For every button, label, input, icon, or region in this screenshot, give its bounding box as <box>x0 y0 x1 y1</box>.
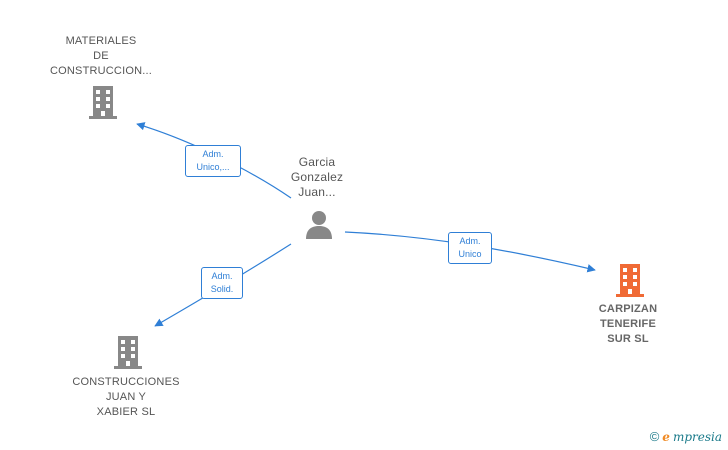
company-label-carpizan[interactable]: CARPIZAN TENERIFE SUR SL <box>598 303 658 345</box>
edge-label-materiales: Adm. Unico,... <box>185 145 241 177</box>
company-label-materiales[interactable]: MATERIALES DE CONSTRUCCION... <box>50 35 152 77</box>
edge-label-carpizan: Adm. Unico <box>448 232 492 264</box>
company-label-construcciones[interactable]: CONSTRUCCIONES JUAN Y XABIER SL <box>72 376 180 418</box>
brand-name: mpresia <box>672 429 722 444</box>
building-icon[interactable] <box>112 334 144 370</box>
copyright-symbol: © <box>649 429 660 444</box>
building-icon[interactable] <box>614 262 646 298</box>
person-icon[interactable] <box>303 208 335 240</box>
building-icon[interactable] <box>87 84 119 120</box>
brand-logo-e: e <box>662 429 670 444</box>
person-label[interactable]: Garcia Gonzalez Juan... <box>290 155 344 199</box>
edge-label-construcciones: Adm. Solid. <box>201 267 243 299</box>
